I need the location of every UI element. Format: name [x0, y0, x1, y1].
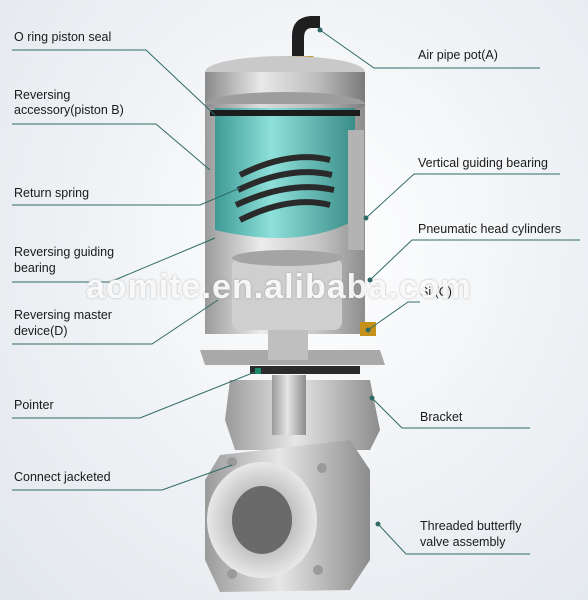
label-return-spring: Return spring [14, 186, 90, 200]
label-signal-partial: Si (C) [420, 285, 452, 299]
label-reversing-accessory-line2: accessory(piston B) [14, 103, 124, 117]
label-reversing-master-line2: device(D) [14, 324, 68, 338]
air-pipe-elbow [292, 16, 320, 62]
label-reversing-guiding-line2: bearing [14, 261, 56, 275]
leader-dots [317, 27, 381, 527]
label-pointer: Pointer [14, 398, 54, 412]
watermark: aomite.en.alibaba.com [86, 268, 472, 306]
label-reversing-guiding-line1: Reversing guiding [14, 245, 115, 259]
label-connect-jacketed: Connect jacketed [14, 470, 111, 484]
label-air-pipe-pot: Air pipe pot(A) [418, 48, 498, 62]
label-bracket: Bracket [420, 410, 463, 424]
label-vertical-guiding-bearing: Vertical guiding bearing [418, 156, 548, 170]
label-threaded-butterfly-line2: valve assembly [420, 535, 506, 549]
reversing-master-block [232, 258, 342, 330]
return-spring-coils [234, 154, 335, 223]
valve-stem [272, 375, 306, 435]
label-reversing-accessory-line1: Reversing [14, 88, 71, 102]
label-o-ring-piston-seal: O ring piston seal [14, 30, 112, 44]
pointer-bar [250, 366, 360, 374]
label-reversing-master-line1: Reversing master [14, 308, 112, 322]
o-ring-band [210, 110, 360, 116]
guide-rod [348, 130, 364, 250]
leader-lines [12, 29, 580, 555]
label-threaded-butterfly-line1: Threaded butterfly [420, 519, 522, 533]
label-pneumatic-head-cylinders: Pneumatic head cylinders [418, 222, 562, 236]
